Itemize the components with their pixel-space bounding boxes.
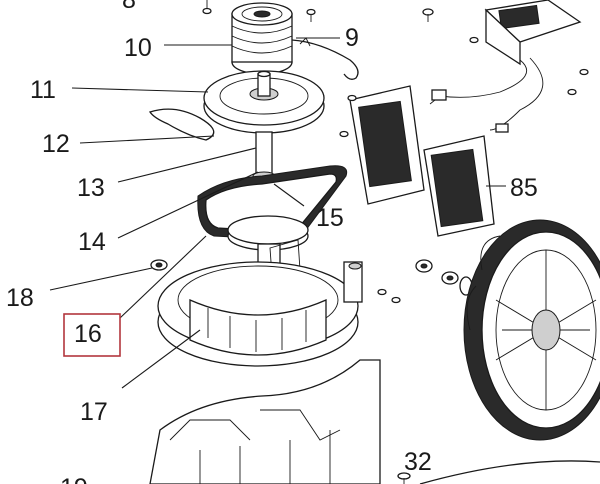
part-15-small-pulley [227, 215, 309, 277]
callout-32: 32 [404, 448, 432, 476]
callout-9: 9 [345, 24, 359, 52]
callout-8: 8 [122, 0, 136, 14]
callout-12: 12 [42, 130, 70, 158]
callout-18: 18 [6, 284, 34, 312]
part-18-nut [150, 259, 168, 271]
part-12-bracket [148, 108, 215, 141]
callout-85: 85 [510, 174, 538, 202]
deck-edge-arc [419, 460, 600, 484]
callout-11: 11 [30, 76, 56, 104]
part-16-17-base-housing [157, 261, 363, 367]
wheel-hardware [415, 259, 473, 296]
highlight-box-part-16 [63, 313, 121, 357]
callout-labels: 8 10 9 11 12 13 14 15 18 16 17 85 32 19 [6, 0, 538, 484]
part-32-screw [397, 472, 411, 484]
screw-icon [306, 8, 316, 22]
wheel [463, 219, 600, 441]
callout-19: 19 [60, 474, 88, 484]
leader-lines [49, 37, 506, 389]
part-10-hub [231, 2, 293, 75]
lower-chassis [149, 359, 381, 484]
callout-16: 16 [74, 320, 102, 348]
fastener-icons [339, 8, 589, 304]
callout-14: 14 [78, 228, 106, 256]
callout-15: 15 [316, 204, 344, 232]
part-8-screw [202, 0, 212, 15]
callout-13: 13 [77, 174, 105, 202]
callout-10: 10 [124, 34, 152, 62]
part-11-pulley [203, 70, 325, 134]
callout-17: 17 [80, 398, 108, 426]
control-board [429, 0, 582, 133]
part-85-electronic-modules [349, 85, 495, 237]
